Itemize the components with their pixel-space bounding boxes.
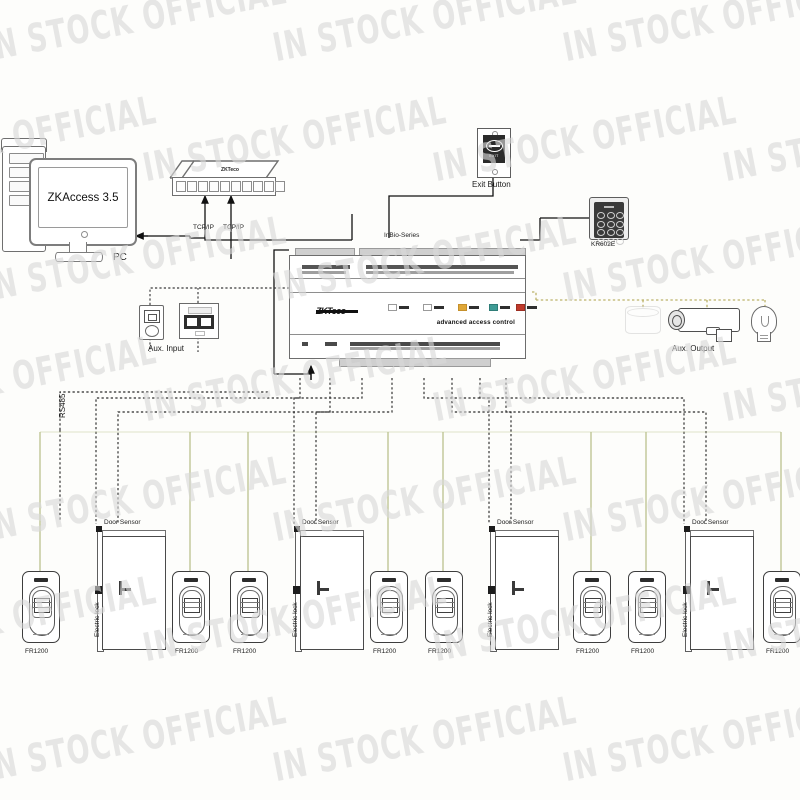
exit-button-plate[interactable]: EXIT: [477, 128, 511, 178]
tcpip-label-left: TCP/IP: [193, 224, 214, 231]
lamp-base: [757, 332, 771, 342]
controller-tagline: advanced access control: [436, 319, 515, 326]
door-4-lock-label: Electric lock: [682, 602, 689, 637]
software-label: ZKAccess 3.5: [47, 191, 119, 204]
fr1200-label-3: FR1200: [233, 648, 257, 655]
controller-model-label: InBio-Series: [384, 232, 420, 239]
fr1200-label-7: FR1200: [631, 648, 655, 655]
fr1200-reader-3[interactable]: [230, 571, 268, 643]
exit-face-text: EXIT: [489, 153, 499, 158]
fr1200-reader-8[interactable]: [763, 571, 800, 643]
lamp-bulb: [751, 306, 777, 335]
status-led-red: [516, 304, 537, 311]
status-led-amber: [458, 304, 479, 311]
door-3-lock-label: Electric lock: [487, 602, 494, 637]
keypad-reader-body[interactable]: [589, 197, 629, 245]
fr1200-label-4: FR1200: [373, 648, 397, 655]
exit-glyph: [485, 140, 503, 153]
status-led-2: [423, 304, 444, 311]
fr1200-reader-7[interactable]: [628, 571, 666, 643]
fr1200-reader-5[interactable]: [425, 571, 463, 643]
door-2-lock-label: Electric lock: [292, 602, 299, 637]
aux-input-module: [179, 303, 219, 339]
door-4-sensor-label: Door Sensor: [692, 519, 729, 526]
aux-output-siren: [625, 306, 661, 334]
fr1200-reader-6[interactable]: [573, 571, 611, 643]
fr1200-reader-4[interactable]: [370, 571, 408, 643]
switch-ports: [176, 181, 285, 192]
keypad-keys[interactable]: [594, 210, 624, 245]
monitor-base: [55, 252, 103, 262]
controller-body: ZKTeco advanced access control: [289, 255, 537, 359]
cctv-camera-mount: [716, 329, 732, 342]
aux-output-caption: Aux. Output: [672, 344, 715, 353]
svg-text:ZKTeco: ZKTeco: [221, 167, 239, 173]
status-led-teal: [489, 304, 510, 311]
kr602e-caption: KR602E: [591, 241, 616, 248]
status-led-1: [388, 304, 409, 311]
controller-brand: ZKTeco: [316, 301, 360, 316]
rs485-label: RS485: [58, 393, 67, 418]
tcpip-label-right: TCP/IP: [223, 224, 244, 231]
door-2-sensor-label: Door Sensor: [302, 519, 339, 526]
door-3-sensor-label: Door Sensor: [497, 519, 534, 526]
pc-caption: PC: [113, 252, 127, 263]
fr1200-label-1: FR1200: [25, 648, 49, 655]
door-1-lock-label: Electric lock: [94, 602, 101, 637]
pc-monitor: ZKAccess 3.5: [29, 158, 137, 246]
pc-screen: ZKAccess 3.5: [38, 167, 128, 228]
fr1200-reader-1[interactable]: [22, 571, 60, 643]
fr1200-label-5: FR1200: [428, 648, 452, 655]
fr1200-label-8: FR1200: [766, 648, 790, 655]
fr1200-reader-2[interactable]: [172, 571, 210, 643]
cctv-camera-lens: [668, 310, 685, 330]
fr1200-label-6: FR1200: [576, 648, 600, 655]
inbio-series-controller: InBio-Series ZKTeco: [281, 232, 537, 368]
aux-input-caption: Aux. Input: [148, 344, 185, 353]
fr1200-label-2: FR1200: [175, 648, 199, 655]
aux-input-detector: [139, 305, 164, 340]
exit-button-caption: Exit Button: [472, 180, 511, 189]
door-1-sensor-label: Door Sensor: [104, 519, 141, 526]
monitor-led: [80, 231, 88, 238]
